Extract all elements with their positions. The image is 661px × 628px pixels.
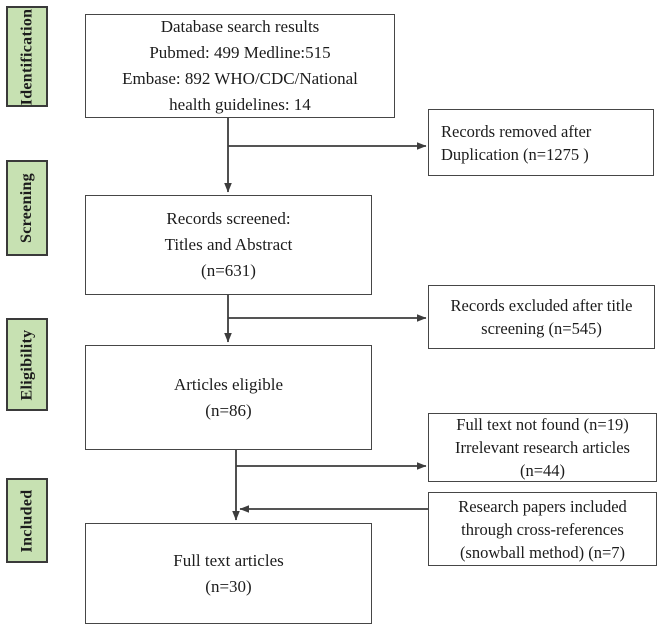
box-records-excluded-title-text: Records excluded after title screening (…	[450, 296, 633, 338]
stage-label-screening: Screening	[6, 160, 48, 256]
stage-label-included: Included	[6, 478, 48, 563]
box-full-text-not-found: Full text not found (n=19) Irrelevant re…	[428, 413, 657, 482]
box-cross-references-snowball-text: Research papers included through cross-r…	[458, 496, 627, 562]
box-articles-eligible-text: Articles eligible (n=86)	[173, 374, 284, 420]
box-records-removed-duplication: Records removed after Duplication (n=127…	[428, 109, 654, 176]
box-full-text-not-found-text: Full text not found (n=19) Irrelevant re…	[455, 415, 630, 480]
box-records-screened-text: Records screened: Titles and Abstract (n…	[164, 209, 293, 280]
box-database-search-results: Database search results Pubmed: 499 Medl…	[85, 14, 395, 118]
box-articles-eligible: Articles eligible (n=86)	[85, 345, 372, 450]
box-database-search-results-text: Database search results Pubmed: 499 Medl…	[122, 17, 358, 114]
box-cross-references-snowball: Research papers included through cross-r…	[428, 492, 657, 566]
stage-label-identification: Identification	[6, 6, 48, 107]
box-records-screened: Records screened: Titles and Abstract (n…	[85, 195, 372, 295]
stage-label-eligibility: Eligibility	[6, 318, 48, 411]
box-records-excluded-title: Records excluded after title screening (…	[428, 285, 655, 349]
box-records-removed-duplication-text: Records removed after Duplication (n=127…	[441, 121, 592, 164]
box-full-text-articles: Full text articles (n=30)	[85, 523, 372, 624]
box-full-text-articles-text: Full text articles (n=30)	[173, 550, 284, 596]
